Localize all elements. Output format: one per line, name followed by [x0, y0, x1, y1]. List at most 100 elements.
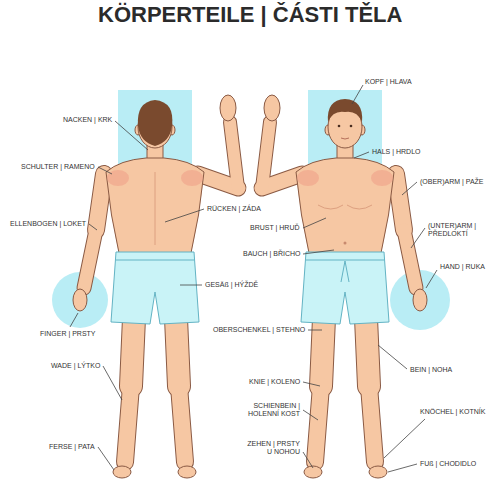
- limbs: [84, 122, 238, 462]
- part-label: ELLENBOGEN | LOKET: [10, 220, 86, 228]
- leader-line: [384, 419, 425, 458]
- part-label: SCHIENBEIN | HOLENNÍ KOST: [244, 402, 300, 418]
- leg: [125, 386, 131, 462]
- hand: [220, 95, 236, 121]
- leader-line: [378, 345, 407, 369]
- shorts: [301, 252, 389, 324]
- limb-outlines: [84, 122, 238, 462]
- sunburn-shading: [107, 170, 129, 186]
- hair: [138, 100, 173, 146]
- leader-line: [98, 167, 112, 174]
- leader-line: [303, 382, 320, 386]
- chest-lines: [318, 205, 372, 209]
- leader-line: [303, 410, 318, 420]
- arm-outline: [84, 230, 96, 288]
- leader-line: [426, 270, 437, 288]
- foot: [113, 466, 131, 478]
- part-label: BAUCH | BŘICHO: [243, 250, 300, 258]
- part-label: (OBER)ARM | PAŽE: [420, 178, 484, 186]
- hair: [328, 99, 362, 122]
- arm-outline: [404, 230, 416, 288]
- leader-line: [89, 224, 97, 230]
- arm: [230, 122, 238, 188]
- mouth: [341, 138, 349, 139]
- sunburn-shading: [297, 170, 319, 186]
- arm: [262, 122, 270, 188]
- arm: [404, 230, 416, 288]
- leg-outline: [366, 318, 369, 386]
- highlights: [52, 90, 450, 330]
- leg: [179, 386, 185, 462]
- part-label: (UNTER)ARM | PŘEDLOKTÍ: [428, 222, 484, 238]
- leader-line: [411, 228, 425, 248]
- spine-line: [155, 172, 156, 245]
- arm: [396, 174, 404, 230]
- foot: [369, 466, 387, 478]
- part-label: NACKEN | KRK: [63, 116, 112, 124]
- part-label: HALS | HRDLO: [372, 148, 421, 156]
- leg-outline: [369, 386, 375, 462]
- leader-line: [180, 285, 202, 286]
- leader-lines: [70, 85, 437, 472]
- leader-line: [388, 464, 417, 472]
- part-label: KNÖCHEL | KOTNÍK: [420, 408, 485, 416]
- leader-line: [402, 182, 417, 195]
- leg: [131, 318, 134, 386]
- leg-outline: [179, 386, 185, 462]
- part-label: OBERSCHENKEL | STEHNO: [213, 326, 305, 334]
- hand: [73, 289, 87, 311]
- part-label: SCHULTER | RAMENO: [21, 163, 95, 171]
- part-label: ZEHEN | PRSTY U NOHOU: [244, 440, 300, 456]
- part-label: FINGER | PRSTY: [40, 330, 96, 338]
- leader-line: [98, 447, 114, 470]
- leg: [369, 386, 375, 462]
- leg: [366, 318, 369, 386]
- leader-line: [308, 330, 322, 331]
- figure-front: [262, 95, 427, 478]
- page-title: KÖRPERTEILE | ČÁSTI TĚLA: [98, 3, 402, 27]
- leg-outline: [125, 386, 131, 462]
- leg: [321, 318, 324, 386]
- part-label: RÜCKEN | ZÁDA: [207, 205, 261, 213]
- leader-line: [103, 366, 122, 400]
- leg-outline: [176, 318, 179, 386]
- leg-outline: [315, 386, 321, 462]
- foot: [178, 466, 196, 478]
- arm-outline: [230, 122, 238, 188]
- waistband: [116, 260, 194, 261]
- body-mirrored: [262, 95, 427, 478]
- leg-outline: [321, 318, 324, 386]
- arm-outline: [96, 174, 104, 230]
- sunburn-shading: [181, 170, 203, 186]
- leader-line: [70, 313, 78, 327]
- part-label: FERSE | PATA: [49, 443, 95, 451]
- part-label: GESÄß | HÝŽDĚ: [205, 281, 258, 289]
- waistband: [306, 260, 384, 261]
- part-label: BEIN | NOHA: [410, 366, 452, 374]
- torso: [106, 158, 204, 258]
- arm: [96, 174, 104, 230]
- leg: [176, 318, 179, 386]
- hand: [413, 289, 427, 311]
- part-label: KOPF | HLAVA: [365, 78, 412, 86]
- leader-line: [354, 152, 369, 158]
- arm-outline: [396, 174, 404, 230]
- part-label: KNIE | KOLENO: [249, 378, 300, 386]
- leader-line: [352, 85, 363, 104]
- part-label: FUß | CHODIDLO: [420, 460, 476, 468]
- leader-line: [303, 250, 334, 254]
- torso: [296, 158, 394, 258]
- part-label: BRUST | HRUĎ: [250, 224, 300, 232]
- leader-line: [115, 121, 148, 150]
- leader-line: [165, 209, 204, 222]
- eye: [338, 125, 341, 128]
- leader-line: [303, 218, 326, 228]
- leg: [315, 386, 321, 462]
- arm-outline: [262, 122, 270, 188]
- part-label: WADE | LÝTKO: [51, 362, 100, 370]
- hand: [264, 95, 280, 121]
- leader-line: [303, 452, 313, 468]
- navel: [344, 242, 347, 245]
- eye: [350, 125, 353, 128]
